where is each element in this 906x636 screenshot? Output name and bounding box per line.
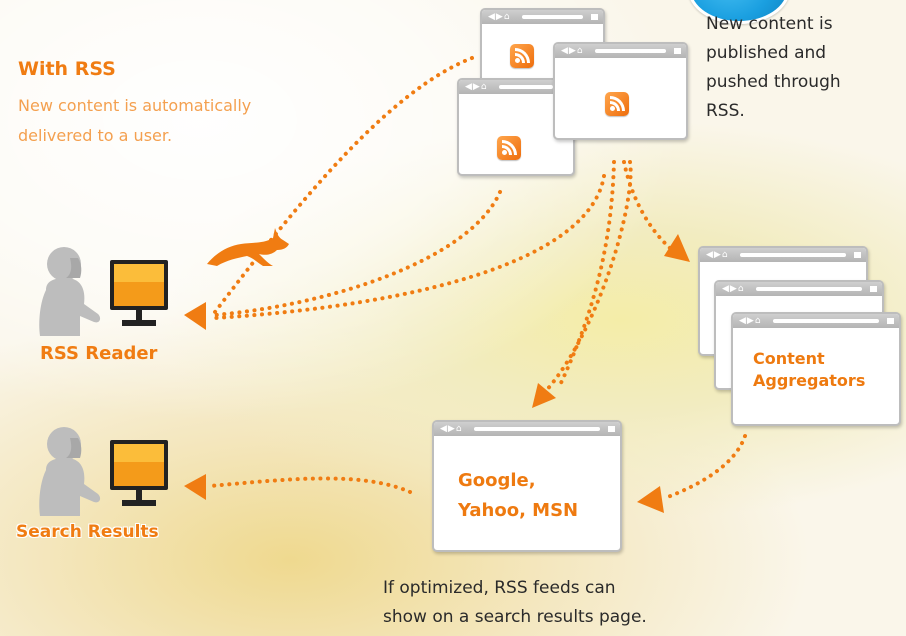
arrowhead-aggregators [664, 234, 690, 262]
search-engines-label: Google, Yahoo, MSN [458, 466, 578, 526]
arrow-path-2 [213, 190, 502, 317]
publish-note: New content is published and pushed thro… [706, 10, 841, 126]
arrow-path-1 [213, 56, 474, 314]
rss-reader-label: RSS Reader [40, 343, 158, 364]
arrow-path-4 [558, 160, 616, 387]
rss-feed-icon [605, 92, 629, 116]
with-rss-description-line-1: New content is automatically [18, 96, 252, 115]
publish-note-line-3: pushed through [706, 72, 841, 92]
rss-feed-icon [510, 44, 534, 68]
search-engines-label-line-2: Yahoo, MSN [458, 500, 579, 521]
rss-feed-icon [497, 136, 521, 160]
with-rss-heading: With RSS [18, 58, 116, 80]
arrowhead-reader [184, 302, 206, 330]
footer-note-line-2: show on a search results page. [383, 607, 647, 627]
arrow-path-6 [543, 160, 633, 394]
arrowhead-engines [532, 383, 556, 408]
arrowhead-search-results [184, 474, 206, 500]
footer-note-line-1: If optimized, RSS feeds can [383, 578, 616, 598]
computer-monitor-icon [110, 260, 168, 326]
publisher-window-front: ◀▶⌂ [553, 42, 688, 140]
computer-monitor-icon [110, 440, 168, 506]
search-engines-label-line-1: Google, [458, 470, 536, 491]
arrow-path-5 [622, 160, 672, 250]
with-rss-description-line-2: delivered to a user. [18, 126, 173, 145]
person-silhouette-icon [39, 247, 101, 336]
publish-note-line-1: New content is [706, 14, 833, 34]
search-results-label: Search Results [16, 522, 159, 542]
footer-note: If optimized, RSS feeds can show on a se… [383, 574, 647, 632]
aggregators-label-line-2: Aggregators [753, 371, 866, 390]
rabbit-icon [207, 228, 289, 266]
search-engine-window: ◀▶⌂ Google, Yahoo, MSN [432, 420, 622, 552]
arrow-path-7 [663, 434, 747, 500]
aggregators-label: Content Aggregators [753, 348, 865, 392]
person-silhouette-icon [39, 427, 101, 516]
publish-note-line-4: RSS. [706, 101, 745, 121]
arrowhead-from-aggregators [637, 486, 664, 513]
aggregator-window-front: ◀▶⌂ Content Aggregators [731, 312, 901, 426]
publish-note-line-2: published and [706, 43, 827, 63]
aggregators-label-line-1: Content [753, 349, 825, 368]
arrow-path-8 [208, 476, 412, 494]
